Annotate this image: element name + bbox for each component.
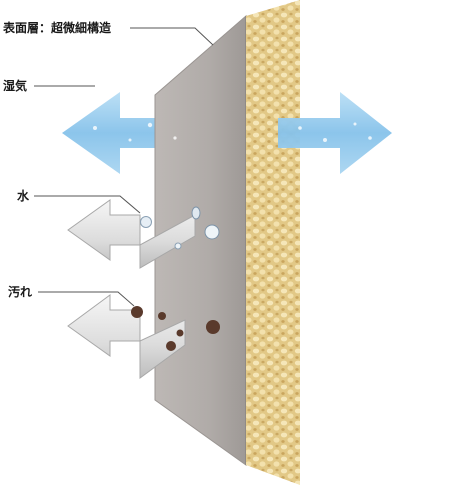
leader-surface bbox=[130, 27, 214, 46]
water-drop-icon bbox=[204, 224, 220, 240]
water-drop-icon bbox=[174, 242, 182, 250]
moisture-arrow-left bbox=[62, 92, 200, 174]
dirt-particle-icon bbox=[131, 306, 143, 318]
foam-insulation-layer bbox=[246, 0, 300, 485]
leader-dirt bbox=[38, 291, 135, 307]
surface-layer-label: 表面層：超微細構造 bbox=[3, 21, 112, 35]
dirt-particle-icon bbox=[166, 341, 176, 351]
water-arrow bbox=[67, 199, 196, 269]
leader-lines bbox=[34, 27, 214, 307]
dirt-particle-icon bbox=[158, 312, 166, 320]
dirt-label: 汚れ bbox=[8, 285, 33, 299]
moisture-label: 湿気 bbox=[3, 79, 28, 93]
moisture-arrow-right bbox=[278, 92, 392, 174]
dirt-particle-icon bbox=[206, 320, 220, 334]
dirt-arrow bbox=[67, 294, 186, 379]
moisture-droplets bbox=[93, 122, 372, 142]
water-drop-icon bbox=[140, 216, 152, 228]
dirt-particles bbox=[131, 306, 220, 351]
water-label: 水 bbox=[17, 189, 30, 203]
water-drop-icon bbox=[191, 206, 201, 220]
leader-water bbox=[34, 195, 141, 214]
dirt-particle-icon bbox=[176, 329, 184, 337]
